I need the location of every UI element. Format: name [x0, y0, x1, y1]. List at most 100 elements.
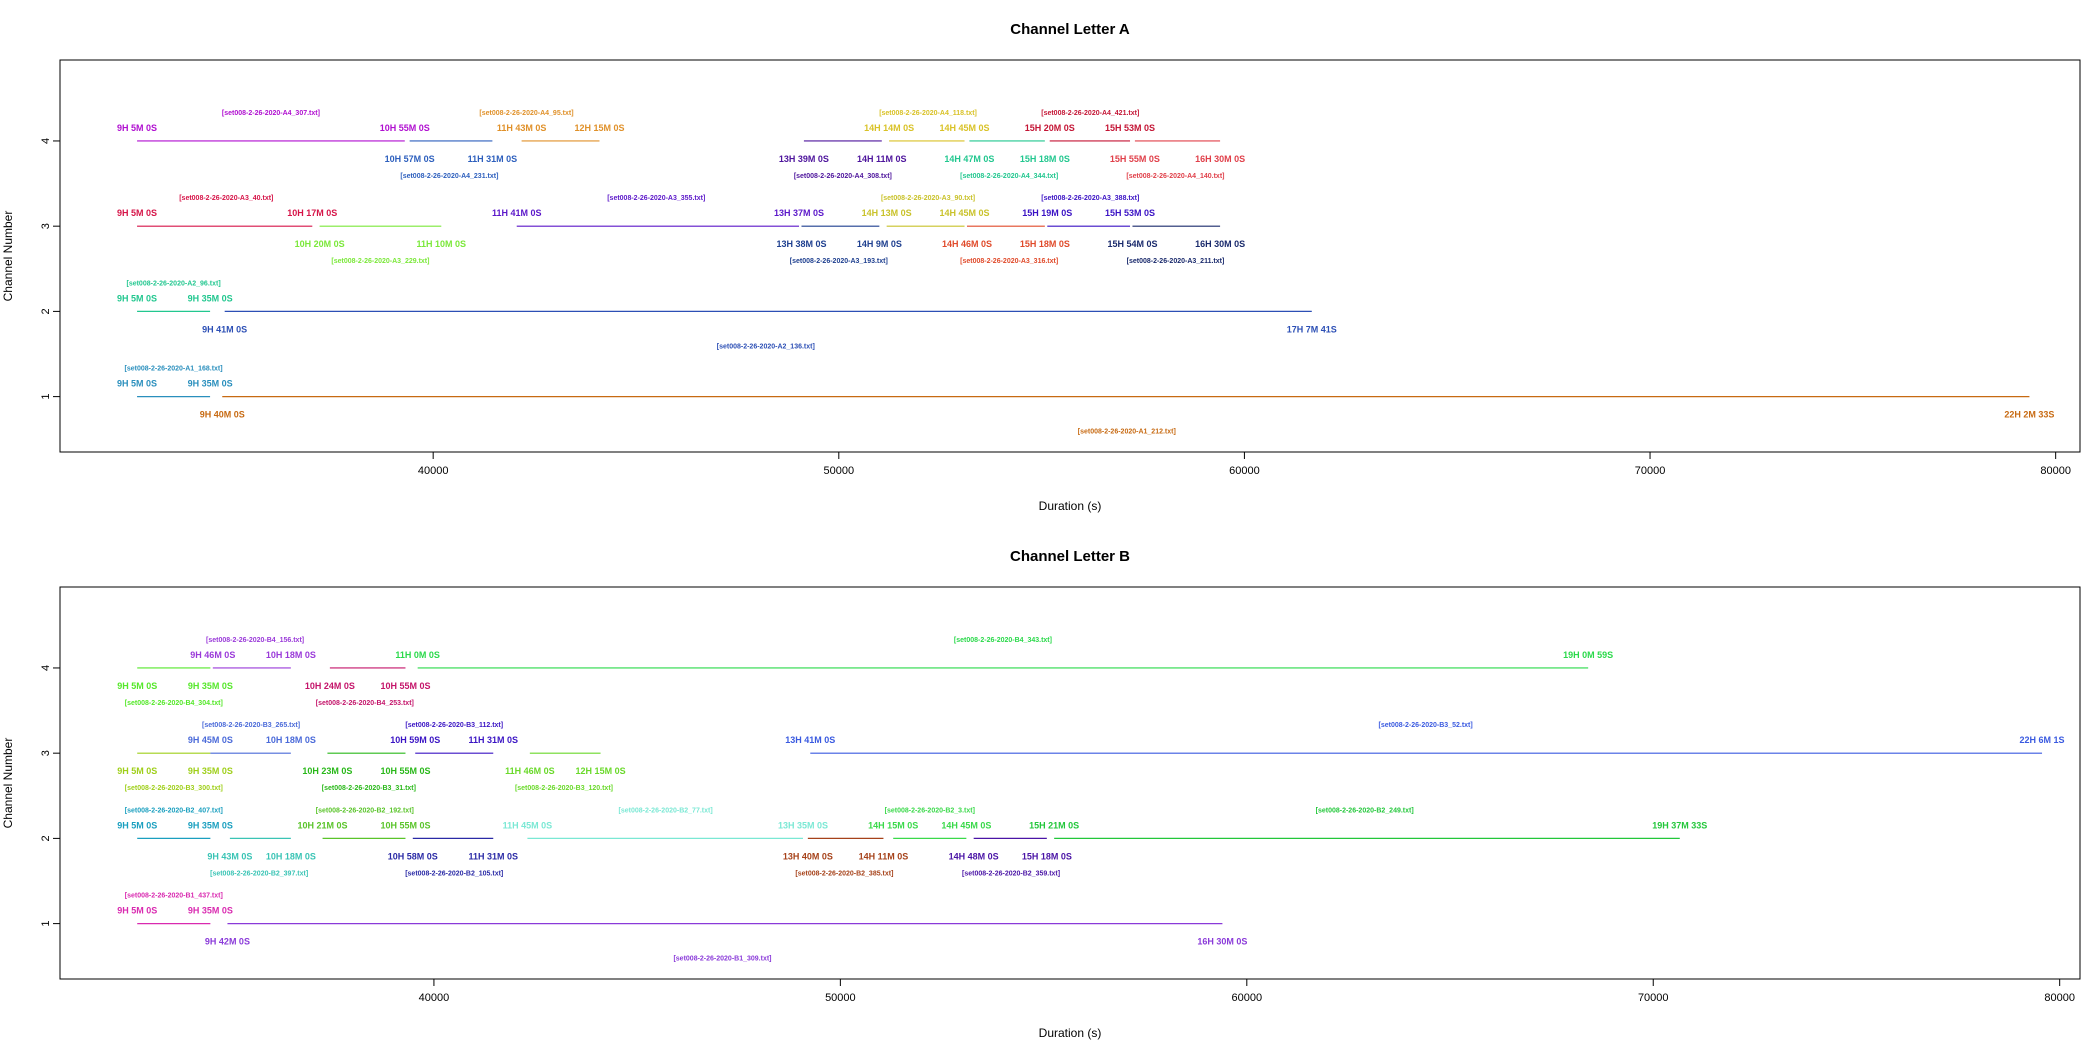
file-label: [set008-2-26-2020-A4_344.txt] [960, 173, 1058, 180]
time-label: 10H 55M 0S [380, 820, 430, 830]
time-label: 15H 19M 0S [1022, 208, 1072, 218]
time-label: 10H 24M 0S [305, 681, 355, 691]
file-label: [set008-2-26-2020-B3_300.txt] [125, 785, 223, 792]
x-tick-label: 80000 [2040, 465, 2071, 477]
file-label: [set008-2-26-2020-A4_118.txt] [879, 110, 977, 117]
time-label: 9H 45M 0S [188, 735, 233, 745]
time-label: 14H 15M 0S [868, 820, 918, 830]
time-label: 10H 21M 0S [298, 820, 348, 830]
file-label: [set008-2-26-2020-A2_96.txt] [126, 280, 220, 287]
time-label: 14H 46M 0S [942, 239, 992, 249]
file-label: [set008-2-26-2020-B3_52.txt] [1379, 722, 1473, 729]
time-label: 12H 15M 0S [574, 123, 624, 133]
y-tick-label: 4 [40, 138, 52, 144]
file-label: [set008-2-26-2020-A2_136.txt] [717, 343, 815, 350]
time-label: 9H 35M 0S [188, 766, 233, 776]
time-label: 9H 41M 0S [202, 324, 247, 334]
time-label: 13H 40M 0S [783, 851, 833, 861]
x-tick-label: 50000 [823, 465, 854, 477]
time-label: 10H 18M 0S [266, 650, 316, 660]
file-label: [set008-2-26-2020-B1_437.txt] [125, 893, 223, 900]
file-label: [set008-2-26-2020-A4_308.txt] [794, 173, 892, 180]
plot-frame [59, 586, 2081, 980]
time-label: 9H 5M 0S [117, 906, 157, 916]
time-label: 13H 37M 0S [774, 208, 824, 218]
time-label: 11H 43M 0S [497, 123, 547, 133]
time-label: 11H 0M 0S [395, 650, 440, 660]
file-label: [set008-2-26-2020-A1_212.txt] [1078, 429, 1176, 436]
file-label: [set008-2-26-2020-B2_397.txt] [210, 870, 308, 877]
time-label: 9H 40M 0S [200, 410, 245, 420]
time-label: 9H 5M 0S [117, 379, 157, 389]
file-label: [set008-2-26-2020-B1_309.txt] [673, 956, 771, 963]
x-tick-label: 50000 [825, 992, 856, 1004]
time-label: 10H 23M 0S [302, 766, 352, 776]
file-label: [set008-2-26-2020-A3_211.txt] [1127, 258, 1225, 265]
time-label: 9H 42M 0S [205, 937, 250, 947]
file-label: [set008-2-26-2020-A4_231.txt] [400, 173, 498, 180]
time-label: 10H 18M 0S [266, 735, 316, 745]
time-label: 16H 30M 0S [1197, 937, 1247, 947]
file-label: [set008-2-26-2020-A4_421.txt] [1041, 110, 1139, 117]
time-label: 9H 35M 0S [188, 681, 233, 691]
time-label: 11H 31M 0S [468, 851, 518, 861]
time-label: 9H 5M 0S [117, 208, 157, 218]
time-label: 11H 46M 0S [505, 766, 555, 776]
time-label: 14H 11M 0S [857, 154, 907, 164]
y-tick-label: 1 [40, 921, 52, 927]
time-label: 14H 45M 0S [940, 123, 990, 133]
x-tick-label: 60000 [1229, 465, 1260, 477]
time-label: 17H 7M 41S [1287, 324, 1337, 334]
time-label: 15H 53M 0S [1105, 208, 1155, 218]
time-label: 13H 35M 0S [778, 820, 828, 830]
time-label: 9H 35M 0S [188, 293, 233, 303]
time-label: 14H 45M 0S [941, 820, 991, 830]
time-label: 19H 37M 33S [1652, 820, 1707, 830]
y-axis-label: Channel Number [1, 211, 15, 302]
time-label: 16H 30M 0S [1195, 154, 1245, 164]
time-label: 15H 53M 0S [1105, 123, 1155, 133]
y-tick-label: 2 [40, 835, 52, 841]
time-label: 10H 58M 0S [388, 851, 438, 861]
time-label: 14H 11M 0S [859, 851, 909, 861]
y-tick-label: 4 [40, 665, 52, 671]
time-label: 13H 39M 0S [779, 154, 829, 164]
time-label: 14H 48M 0S [949, 851, 999, 861]
time-label: 15H 18M 0S [1020, 154, 1070, 164]
time-label: 11H 31M 0S [468, 154, 518, 164]
x-axis-label: Duration (s) [1039, 499, 1102, 513]
file-label: [set008-2-26-2020-B2_77.txt] [619, 807, 713, 814]
file-label: [set008-2-26-2020-B2_3.txt] [885, 807, 975, 814]
time-label: 11H 31M 0S [468, 735, 518, 745]
plot-frame [59, 59, 2081, 453]
file-label: [set008-2-26-2020-A4_95.txt] [479, 110, 573, 117]
time-label: 11H 10M 0S [417, 239, 467, 249]
file-label: [set008-2-26-2020-B3_31.txt] [322, 785, 416, 792]
time-label: 15H 54M 0S [1107, 239, 1157, 249]
time-label: 9H 35M 0S [188, 906, 233, 916]
time-label: 13H 38M 0S [776, 239, 826, 249]
file-label: [set008-2-26-2020-B4_156.txt] [206, 637, 304, 644]
time-label: 22H 6M 1S [2020, 735, 2065, 745]
time-label: 10H 55M 0S [380, 766, 430, 776]
time-label: 9H 5M 0S [117, 123, 157, 133]
file-label: [set008-2-26-2020-A1_168.txt] [125, 366, 223, 373]
time-label: 11H 45M 0S [503, 820, 553, 830]
time-label: 9H 5M 0S [117, 820, 157, 830]
time-label: 15H 21M 0S [1029, 820, 1079, 830]
time-label: 10H 20M 0S [295, 239, 345, 249]
y-tick-label: 2 [40, 308, 52, 314]
time-label: 10H 55M 0S [380, 681, 430, 691]
time-label: 9H 46M 0S [190, 650, 235, 660]
x-tick-label: 70000 [1635, 465, 1666, 477]
time-label: 9H 35M 0S [188, 820, 233, 830]
file-label: [set008-2-26-2020-B2_359.txt] [962, 870, 1060, 877]
time-label: 10H 55M 0S [380, 123, 430, 133]
file-label: [set008-2-26-2020-A3_229.txt] [331, 258, 429, 265]
file-label: [set008-2-26-2020-B2_249.txt] [1316, 807, 1414, 814]
x-tick-label: 70000 [1638, 992, 1669, 1004]
file-label: [set008-2-26-2020-B4_304.txt] [125, 700, 223, 707]
time-label: 14H 45M 0S [940, 208, 990, 218]
time-label: 22H 2M 33S [2004, 410, 2054, 420]
